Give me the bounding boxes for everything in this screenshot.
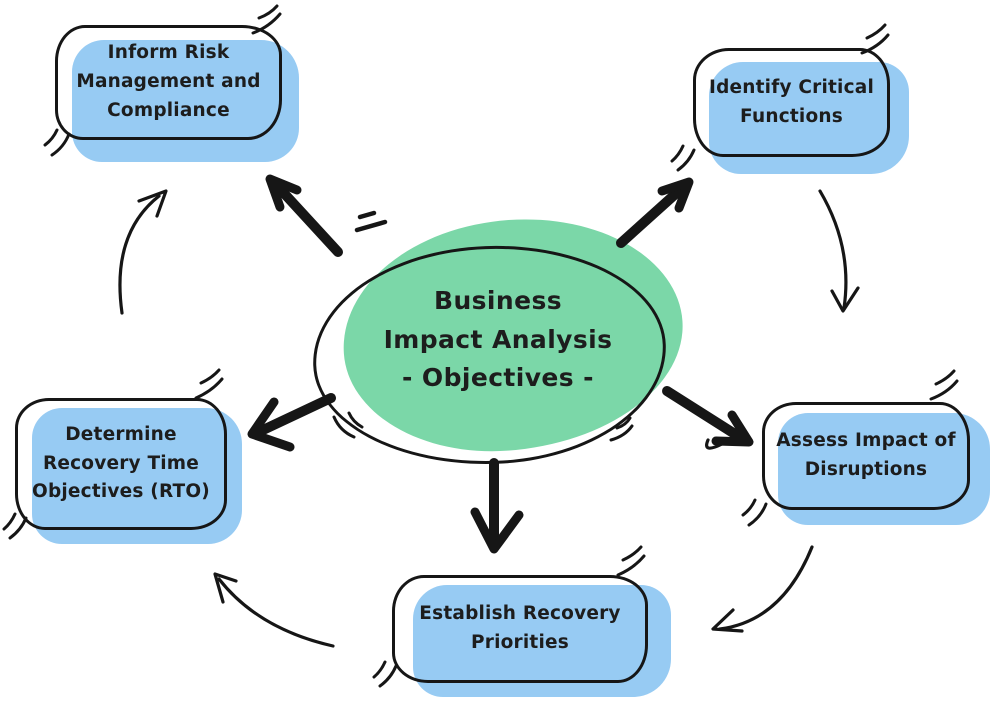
center-label: Business Impact Analysis - Objectives - — [313, 220, 683, 460]
arrowhead-icon — [137, 189, 168, 218]
arrowhead-icon — [470, 507, 524, 554]
arrow-establish-to-determine — [213, 572, 335, 648]
arrow-determine-to-inform — [118, 189, 168, 315]
node-label-line: Inform Risk — [107, 42, 230, 64]
tick-mark — [670, 144, 685, 163]
tick-mark — [2, 512, 17, 531]
node-label-line: Recovery Time — [42, 452, 200, 474]
arrow-shaft — [118, 194, 161, 315]
node-label: Identify Critical Functions — [693, 48, 890, 157]
node-label-line: Management and — [76, 71, 261, 93]
arrowhead-icon — [711, 410, 754, 447]
node-label-line: Priorities — [471, 632, 569, 653]
arrow-identify-to-assess — [818, 189, 860, 313]
arrow-pen-curl — [705, 438, 724, 450]
arrow-shaft — [718, 545, 814, 631]
node-label-line: Establish Recovery — [419, 603, 621, 625]
arrowhead-icon — [213, 572, 238, 604]
arrow-assess-to-establish — [711, 545, 814, 633]
node-assess-impact: Assess Impact of Disruptions — [762, 402, 990, 525]
center-label-line: Impact Analysis — [383, 324, 613, 354]
arrowhead-icon — [830, 286, 860, 313]
node-label-line: Assess Impact of — [776, 430, 956, 452]
tick-mark — [194, 377, 224, 400]
arrow-shaft — [217, 577, 335, 648]
node-label-line: Determine — [65, 423, 177, 445]
node-outline — [762, 402, 970, 510]
node-determine-rto: Determine Recovery Time Objectives (RTO) — [15, 398, 242, 544]
node-establish-priorities: Establish Recovery Priorities — [392, 575, 671, 697]
node-label-line: Disruptions — [804, 459, 928, 480]
node-outline — [55, 25, 282, 140]
center-node-bia-objectives: Business Impact Analysis - Objectives - — [309, 208, 691, 471]
tick-mark — [616, 554, 646, 577]
tick-mark — [934, 369, 956, 386]
node-label-line: Functions — [740, 105, 843, 127]
tick-mark — [865, 23, 887, 40]
tick-mark — [741, 498, 757, 517]
arrow-center-to-establish — [470, 458, 524, 554]
node-outline — [15, 398, 227, 530]
arrowhead-icon — [657, 177, 694, 213]
tick-mark — [199, 368, 221, 385]
tick-mark — [357, 210, 377, 220]
tick-mark — [929, 379, 959, 401]
tick-mark — [676, 148, 696, 172]
node-outline — [693, 48, 890, 157]
node-label-line: Identify Critical — [709, 76, 874, 98]
tick-mark — [257, 4, 279, 20]
node-label: Assess Impact of Disruptions — [762, 402, 970, 510]
node-label-line: Objectives (RTO) — [32, 481, 210, 503]
center-label-line: Business — [433, 285, 563, 315]
tick-mark — [372, 660, 387, 679]
node-outline — [392, 575, 648, 683]
arrow-shaft — [818, 189, 848, 310]
tick-mark — [621, 545, 643, 562]
center-label-line: - Objectives - — [402, 363, 594, 393]
node-identify-critical-functions: Identify Critical Functions — [693, 48, 909, 174]
arrowhead-icon — [265, 174, 302, 212]
node-label-line: Compliance — [107, 99, 230, 121]
node-inform-risk-management: Inform Risk Management and Compliance — [55, 25, 299, 162]
node-label: Establish Recovery Priorities — [392, 575, 648, 683]
node-label: Inform Risk Management and Compliance — [55, 25, 282, 140]
arrowhead-icon — [247, 397, 295, 452]
node-label: Determine Recovery Time Objectives (RTO) — [15, 398, 227, 530]
arrowhead-icon — [711, 608, 744, 633]
